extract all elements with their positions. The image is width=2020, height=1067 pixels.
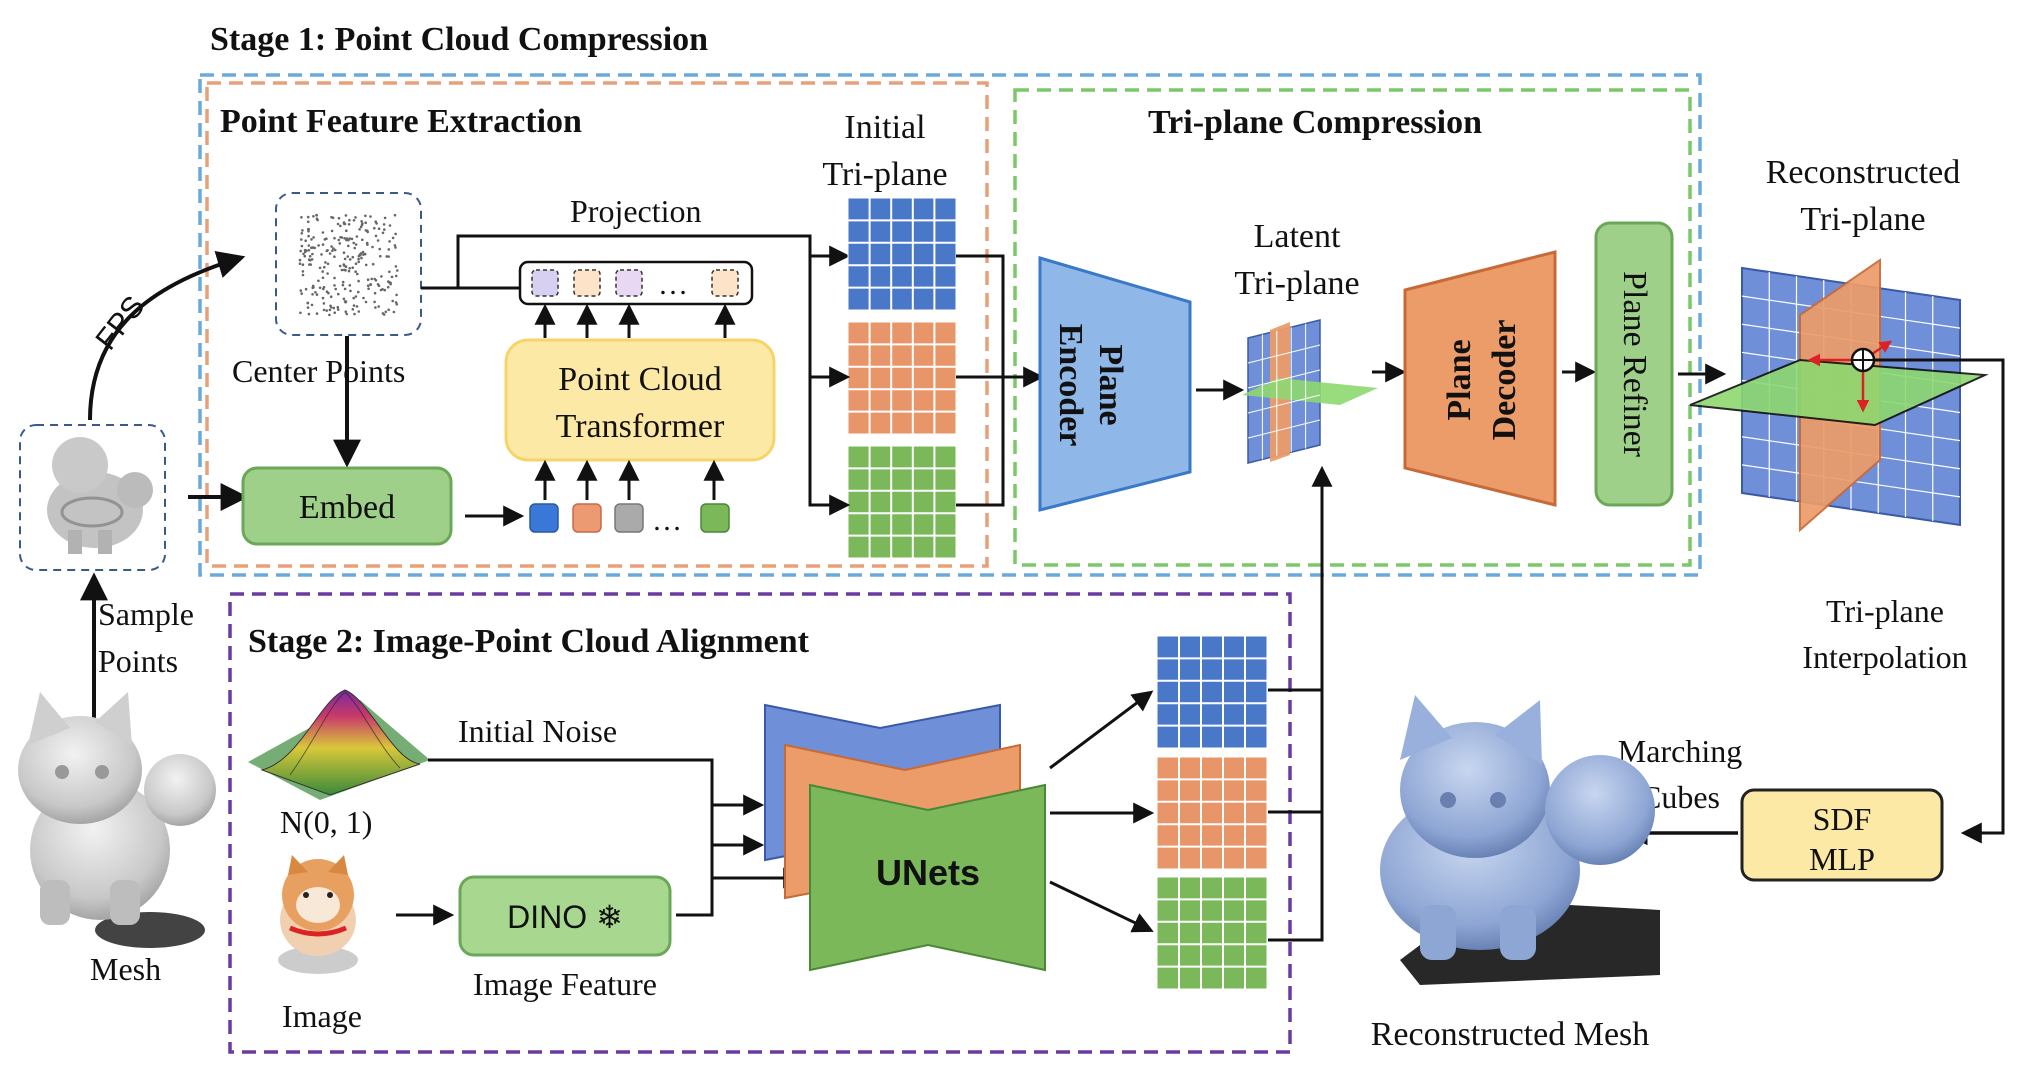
initial-plane-yz	[847, 445, 957, 559]
triplane-bracket	[956, 254, 1005, 507]
reconstructed-triplane-label-1: Reconstructed	[1766, 154, 1961, 191]
triplane-interp-label-1: Tri-plane	[1826, 593, 1944, 629]
stage1-title: Stage 1: Point Cloud Compression	[210, 21, 708, 58]
plane-decoder-label-1: Plane	[1441, 339, 1478, 420]
center-points-box	[275, 192, 422, 336]
projection-label: Projection	[570, 193, 702, 229]
sdf-label-1: SDF	[1813, 801, 1872, 837]
reconstructed-mesh-label: Reconstructed Mesh	[1371, 1016, 1650, 1053]
triplane-compression-title: Tri-plane Compression	[1148, 104, 1482, 141]
fps-arrow	[88, 251, 246, 421]
fps-label: FPS	[90, 290, 152, 356]
initial-noise-label: Initial Noise	[458, 713, 617, 749]
latent-plane-green	[1242, 378, 1378, 405]
triplane-interp-label-2: Interpolation	[1802, 639, 1967, 675]
initial-triplane-grids	[847, 197, 957, 559]
reconstructed-mesh-cat	[1380, 695, 1660, 985]
sample-points-label-2: Points	[98, 643, 178, 679]
output-plane-yz	[1156, 876, 1268, 990]
reconstructed-triplane	[1689, 258, 1989, 533]
unets-label: UNets	[876, 852, 980, 893]
sample-points-label-1: Sample	[98, 596, 194, 632]
pct-label-2: Transformer	[556, 408, 725, 445]
latent-label-2: Tri-plane	[1234, 265, 1359, 302]
embed-box	[241, 466, 453, 546]
image-label: Image	[282, 998, 362, 1034]
plane-encoder	[1038, 255, 1192, 512]
mesh-label: Mesh	[90, 951, 161, 987]
initial-plane-xz	[847, 321, 957, 435]
pct-label-1: Point Cloud	[558, 361, 721, 398]
interpolation-arrow	[1874, 358, 2005, 844]
stage2-border	[228, 592, 1292, 1054]
axis-crosshair-icon	[1807, 340, 1893, 413]
unet-stack	[764, 703, 1046, 972]
shiba-dog-image	[278, 855, 358, 974]
output-triplane-grids	[1156, 635, 1268, 990]
plane-decoder-label-2: Decoder	[1486, 320, 1523, 441]
initial-triplane-label-2: Tri-plane	[822, 156, 947, 193]
embed-label: Embed	[299, 489, 395, 526]
token-dots-top: …	[658, 268, 688, 301]
dino-label: DINO ❄	[507, 899, 623, 935]
point-cloud-cat	[47, 437, 153, 554]
plane-decoder	[1403, 250, 1557, 507]
noise-to-unet-arrow	[428, 758, 765, 816]
dino-box	[458, 875, 672, 957]
marching-label-1: Marching	[1618, 733, 1742, 769]
plane-encoder-label-1: Plane	[1092, 344, 1129, 425]
gaussian-noise-surface	[248, 689, 430, 800]
normal-dist-label: N(0, 1)	[280, 804, 372, 840]
recon-plane-green	[1689, 358, 1989, 427]
feature-extraction-border	[205, 81, 989, 568]
initial-triplane-label-1: Initial	[844, 109, 925, 146]
latent-label-1: Latent	[1254, 218, 1341, 255]
point-cloud-box	[19, 424, 166, 571]
output-plane-xz	[1156, 756, 1268, 870]
reconstructed-triplane-label-2: Tri-plane	[1800, 201, 1925, 238]
token-dots-bottom: …	[652, 504, 682, 537]
plane-encoder-label-2: Encoder	[1052, 324, 1089, 447]
latent-triplane	[1242, 319, 1378, 464]
image-feature-label: Image Feature	[473, 966, 657, 1002]
output-plane-xy	[1156, 635, 1268, 749]
plane-refiner-label: Plane Refiner	[1616, 271, 1653, 458]
plane-refiner	[1594, 221, 1674, 507]
feature-extraction-title: Point Feature Extraction	[220, 103, 582, 140]
sdf-label-2: MLP	[1809, 841, 1875, 877]
dino-to-unet-line	[676, 843, 760, 917]
stage2-title: Stage 2: Image-Point Cloud Alignment	[248, 623, 810, 660]
stage1-border	[198, 73, 1702, 577]
initial-plane-xy	[847, 197, 957, 311]
center-points-label: Center Points	[232, 353, 405, 389]
triplane-compression-border	[1013, 88, 1692, 567]
point-cloud-transformer	[504, 338, 776, 462]
center-points-cloud	[298, 213, 399, 317]
sdf-mlp-box	[1740, 788, 1944, 882]
mesh-cat-render	[18, 692, 216, 948]
